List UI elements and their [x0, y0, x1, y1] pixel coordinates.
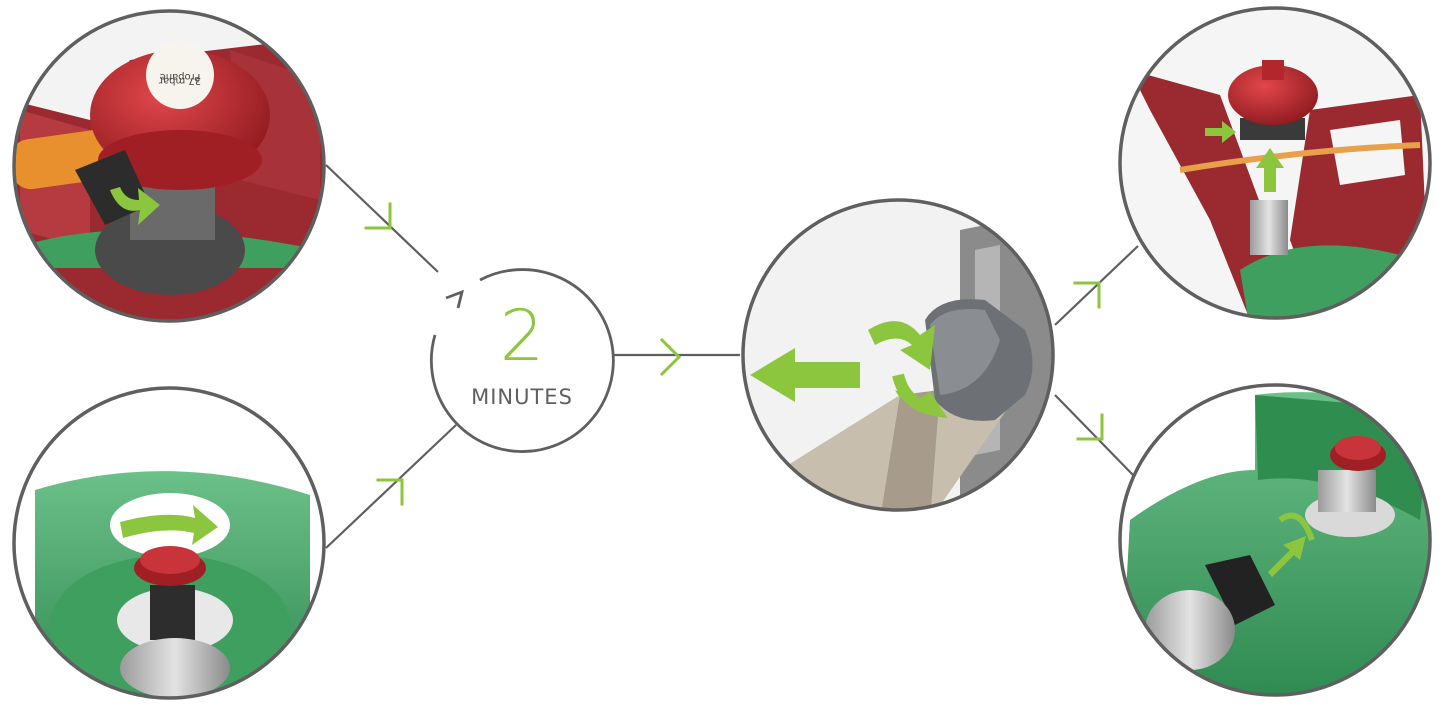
connector-line-bottom-right — [1054, 394, 1134, 476]
connector-line-bottom-left — [325, 424, 457, 549]
step-ring — [1118, 383, 1432, 697]
flow-chevrons — [364, 202, 1104, 506]
step-ring — [12, 386, 326, 700]
regulator-fit-step — [1118, 6, 1432, 320]
step-ring — [12, 9, 326, 323]
timer-arrow-icon — [445, 289, 465, 309]
step-ring — [1118, 6, 1432, 320]
connector-screw-step — [1118, 383, 1432, 697]
step-ring — [741, 198, 1055, 512]
connect-arrow-icon — [1268, 536, 1306, 577]
timer-ring — [429, 268, 615, 453]
arrow-up-icon — [1256, 148, 1284, 192]
timer-caption: MINUTES — [471, 385, 573, 409]
chevron-arrow-icon-top-left — [364, 202, 392, 230]
arrow-right-icon — [1205, 121, 1236, 143]
rotate-arrow-icon — [120, 505, 218, 545]
rotate-arrow-icon — [868, 321, 935, 406]
valve-close-step — [12, 386, 326, 700]
regulator-disconnect-step: Propane 37 mbar — [12, 9, 326, 323]
curved-arrow-icon — [110, 187, 160, 225]
chevron-arrow-icon-center — [659, 337, 682, 377]
chevron-arrow-icon-bottom-right — [1076, 413, 1104, 441]
regulator-label-pressure: 37 mbar — [158, 75, 201, 86]
chevron-arrow-icon-top-right — [1073, 281, 1101, 309]
timer-number: 2 — [500, 295, 545, 377]
timer-badge: 2 MINUTES — [429, 268, 615, 453]
connector-line-top-right — [1054, 245, 1139, 326]
connector-line-top-left — [325, 164, 439, 273]
regulator-label-gas: Propane — [160, 71, 201, 82]
regulator-label-disc — [146, 41, 214, 109]
appliance-knob-step — [741, 198, 1055, 512]
arrow-left-icon — [750, 348, 860, 402]
chevron-arrow-icon-bottom-left — [376, 478, 404, 506]
